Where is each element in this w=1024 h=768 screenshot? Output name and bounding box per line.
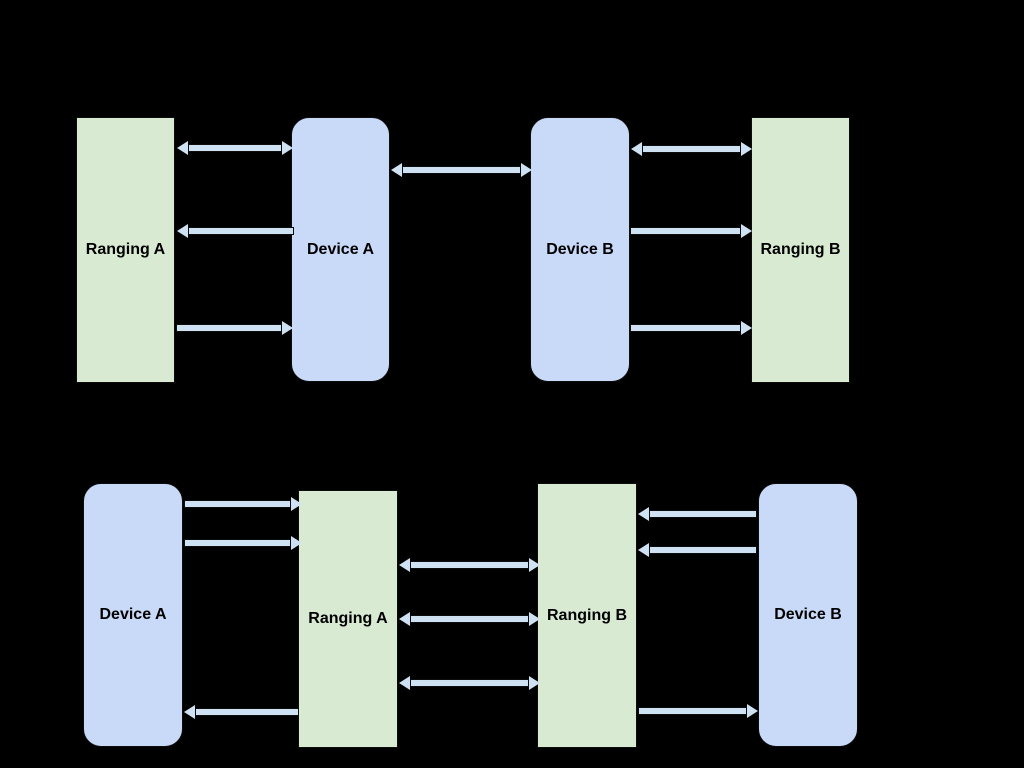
- top-node-ranging-a: Ranging A: [76, 117, 175, 383]
- top-node-ranging-b: Ranging B: [751, 117, 850, 383]
- arrow-device-a-to-ranging-a-2: [184, 539, 291, 547]
- bottom-node-ranging-a: Ranging A: [298, 490, 398, 748]
- arrow-ranging-a-device-a-double: [188, 144, 282, 152]
- bottom-node-device-b: Device B: [758, 483, 858, 747]
- arrow-ranging-b-to-device-b-return: [638, 707, 747, 715]
- arrow-device-b-to-ranging-b-1: [649, 510, 757, 518]
- arrow-device-a-to-ranging-a-1: [184, 500, 291, 508]
- top-node-device-a: Device A: [291, 117, 390, 382]
- bottom-node-device-a: Device A: [83, 483, 183, 747]
- arrow-ranging-a-ranging-b-double-2: [410, 615, 529, 623]
- top-node-device-b-label: Device B: [546, 240, 614, 258]
- top-node-device-a-label: Device A: [307, 240, 374, 258]
- bottom-node-ranging-b: Ranging B: [537, 483, 637, 748]
- arrow-device-a-device-b-double: [402, 166, 521, 174]
- arrow-ranging-a-to-device-a-return: [195, 708, 299, 716]
- top-node-device-b: Device B: [530, 117, 630, 382]
- arrow-ranging-a-ranging-b-double-1: [410, 561, 529, 569]
- bottom-node-ranging-b-label: Ranging B: [547, 606, 627, 624]
- arrow-ranging-a-ranging-b-double-3: [410, 679, 529, 687]
- bottom-node-ranging-a-label: Ranging A: [308, 610, 388, 627]
- arrow-device-b-to-ranging-b-lower: [630, 324, 741, 332]
- arrow-device-a-to-ranging-a: [188, 227, 294, 235]
- top-node-ranging-a-label: Ranging A: [85, 241, 166, 258]
- arrow-device-b-ranging-b-double: [642, 145, 741, 153]
- arrow-device-b-to-ranging-b-2: [649, 546, 757, 554]
- bottom-node-device-b-label: Device B: [774, 606, 842, 623]
- top-node-ranging-b-label: Ranging B: [760, 241, 841, 258]
- arrow-device-b-to-ranging-b-middle: [630, 227, 741, 235]
- arrow-ranging-a-to-device-a: [176, 324, 282, 332]
- bottom-node-device-a-label: Device A: [99, 606, 167, 623]
